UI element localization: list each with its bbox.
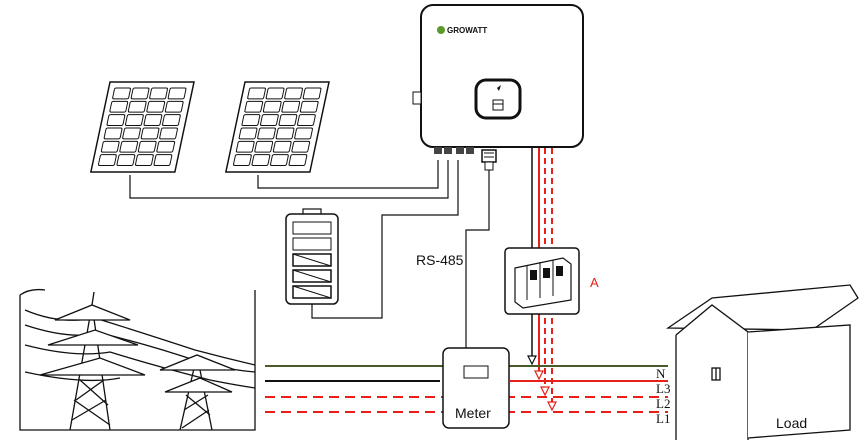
bus-label-n: N (656, 366, 666, 381)
solar-cell (103, 127, 123, 140)
solar-cell (235, 140, 255, 153)
solar-panel-left-icon (89, 81, 195, 173)
solar-cell (140, 127, 160, 140)
solar-cell (119, 140, 139, 153)
meter-label: Meter (455, 405, 491, 421)
rs485-cable (465, 170, 490, 348)
solar-cell (291, 140, 311, 153)
solar-cell (125, 114, 144, 127)
inverter-display (474, 78, 522, 120)
solar-cell (275, 127, 295, 140)
solar-cell (284, 87, 303, 100)
solar-cell (241, 114, 261, 127)
solar-cell (100, 140, 120, 153)
solar-cell (294, 127, 313, 140)
solar-cell (127, 100, 147, 113)
solar-cell (164, 100, 184, 113)
solar-cell (112, 87, 131, 100)
solar-cell (130, 87, 150, 100)
breaker-label: A (590, 275, 599, 290)
solar-cell (265, 87, 285, 100)
solar-cell (288, 154, 308, 166)
inverter-icon: GROWATT (412, 4, 584, 171)
bus-label-l1: L1 (656, 411, 670, 426)
solar-cell (238, 127, 258, 140)
solar-cell (299, 100, 319, 113)
bus-label-l2: L2 (656, 396, 670, 411)
brand-logo-icon (437, 26, 445, 34)
inverter-brand: GROWATT (447, 26, 487, 35)
solar-cell (149, 87, 168, 100)
solar-panel-right-icon (224, 81, 330, 173)
solar-cell (167, 87, 187, 100)
pv-wiring (129, 160, 449, 199)
solar-cell (156, 140, 176, 153)
solar-cell (153, 154, 173, 166)
cable-gland-icon (481, 149, 497, 163)
solar-cell (137, 140, 157, 153)
bus-label-l3: L3 (656, 381, 670, 396)
house-icon (665, 284, 859, 440)
solar-cell (146, 100, 166, 113)
solar-cell (106, 114, 126, 127)
solar-cell (244, 100, 264, 113)
meter-icon (442, 347, 510, 429)
transmission-tower-icon (19, 288, 256, 431)
battery-wiring (311, 160, 459, 319)
solar-cell (254, 140, 274, 153)
solar-cell (159, 127, 178, 140)
solar-cell (122, 127, 141, 140)
solar-cell (262, 100, 282, 113)
solar-cell (109, 100, 129, 113)
solar-cell (233, 154, 252, 166)
solar-cell (302, 87, 322, 100)
solar-cell (260, 114, 279, 127)
solar-cell (247, 87, 266, 100)
load-label: Load (776, 415, 807, 431)
solar-cell (281, 100, 301, 113)
solar-cell (135, 154, 154, 166)
solar-cell (257, 127, 276, 140)
solar-cell (270, 154, 289, 166)
solar-cell (272, 140, 292, 153)
solar-cell (162, 114, 181, 127)
solar-cell (98, 154, 117, 166)
solar-cell (278, 114, 298, 127)
rs485-label: RS-485 (416, 252, 464, 268)
breaker-icon (504, 247, 580, 315)
solar-cell (116, 154, 136, 166)
solar-cell (143, 114, 163, 127)
solar-cell (297, 114, 316, 127)
solar-cell (251, 154, 271, 166)
battery-icon (285, 208, 339, 305)
